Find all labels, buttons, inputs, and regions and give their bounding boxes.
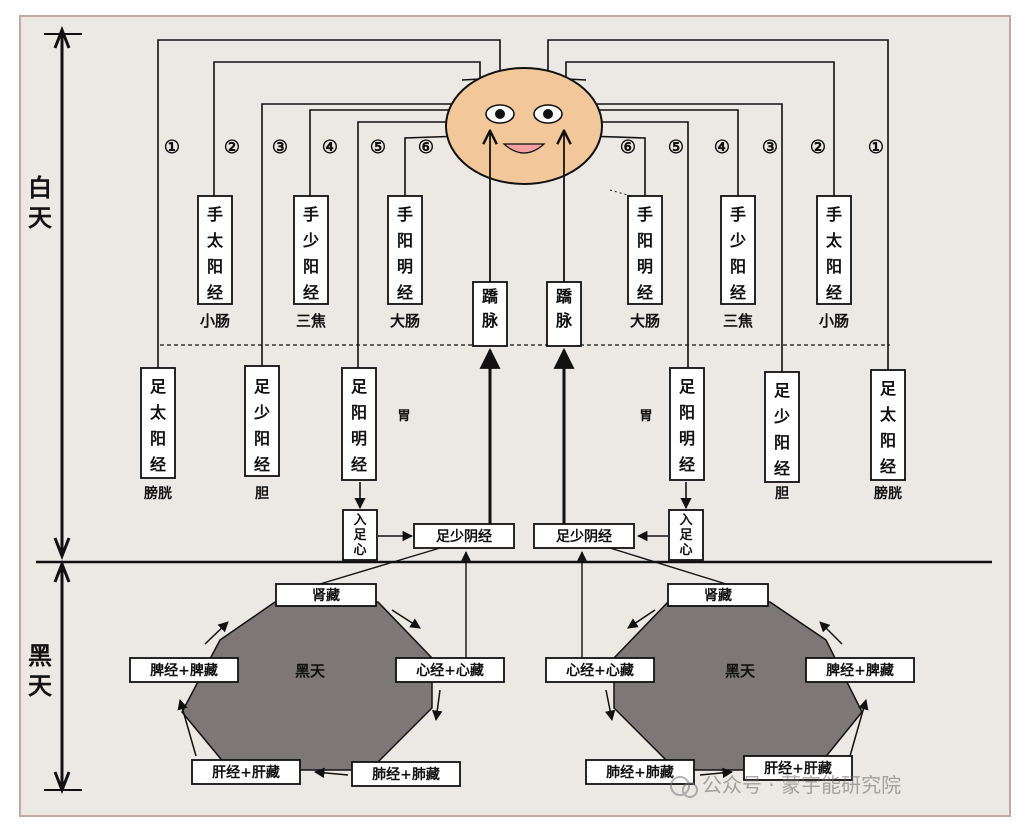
order-number: ①	[868, 137, 884, 158]
left-meridian-lines	[157, 39, 501, 510]
order-number: ③	[762, 137, 778, 158]
svg-text:手太阳经: 手太阳经	[825, 205, 843, 302]
organ-sanjiao-left: 三焦	[296, 312, 326, 330]
svg-text:肺经+肺藏: 肺经+肺藏	[606, 764, 674, 781]
svg-text:足阳明经: 足阳明经	[351, 377, 368, 474]
foot-meridian-right-3: 足太阳经	[870, 369, 906, 481]
qiao-meridian-right: 蹻脉	[546, 281, 582, 347]
qiao-meridian-left: 蹻脉	[472, 281, 508, 347]
svg-text:足少阴经: 足少阴经	[436, 528, 492, 545]
left-night-cycle: 肾藏 黑天 脾经+脾藏 心经+心藏 肝经+肝藏 肺经+肺藏	[129, 583, 505, 787]
foot-meridian-left-1: 足太阳经	[140, 367, 176, 479]
foot-shaoyin-left: 足少阴经	[413, 523, 515, 549]
night-label: 黑天	[22, 640, 58, 702]
svg-text:足少阳经: 足少阳经	[253, 377, 271, 474]
organ-sanjiao-right: 三焦	[723, 312, 753, 330]
order-number: ⑤	[370, 137, 386, 158]
right-order-numbers: ⑥ ⑤ ④ ③ ② ①	[620, 137, 884, 158]
svg-text:足少阴经: 足少阴经	[556, 528, 612, 545]
svg-text:足太阳经: 足太阳经	[879, 379, 897, 476]
hand-meridian-left-2: 手少阳经	[293, 195, 329, 305]
watermark: 公众号 · 蒙宇能研究院	[670, 773, 901, 798]
foot-meridian-left-3: 足阳明经	[341, 367, 377, 481]
hand-meridian-right-3: 手太阳经	[816, 195, 852, 305]
hand-meridian-left-3: 手阳明经	[387, 195, 423, 305]
foot-meridian-left-2: 足少阳经	[244, 365, 280, 477]
organ-small-intestine-right: 小肠	[819, 312, 849, 330]
right-night-cycle: 肾藏 黑天 心经+心藏 脾经+脾藏 肺经+肺藏 肝经+肝藏	[545, 583, 915, 785]
enter-foot-heart-right: 入足心	[668, 509, 704, 561]
svg-text:蹻脉: 蹻脉	[481, 287, 499, 330]
face-icon	[445, 67, 603, 185]
organ-gallbladder-right: 胆	[775, 486, 789, 502]
svg-text:肝经+肝藏: 肝经+肝藏	[212, 764, 280, 781]
svg-text:黑天: 黑天	[295, 662, 326, 680]
order-number: ②	[810, 137, 826, 158]
svg-text:脾经+脾藏: 脾经+脾藏	[826, 662, 894, 679]
svg-text:手太阳经: 手太阳经	[206, 205, 224, 302]
svg-text:手阳明经: 手阳明经	[397, 205, 413, 302]
order-number: ①	[164, 137, 180, 158]
svg-text:肝经+肝藏: 肝经+肝藏	[764, 760, 832, 777]
organ-large-intestine-right: 大肠	[630, 312, 660, 330]
organ-large-intestine-left: 大肠	[390, 312, 420, 330]
shaoyin-cycle-links	[319, 547, 727, 660]
svg-text:黑天: 黑天	[28, 641, 52, 700]
svg-text:足少阳经: 足少阳经	[773, 381, 791, 478]
svg-text:蹻脉: 蹻脉	[555, 287, 573, 330]
foot-meridian-right-2: 足少阳经	[764, 371, 800, 483]
order-number: ⑥	[620, 137, 636, 158]
svg-text:手少阳经: 手少阳经	[302, 205, 319, 302]
svg-text:脾经+脾藏: 脾经+脾藏	[150, 662, 218, 679]
foot-meridian-right-1: 足阳明经	[669, 367, 705, 481]
svg-text:手阳明经: 手阳明经	[637, 205, 653, 302]
hand-meridian-right-2: 手少阳经	[720, 195, 756, 305]
hand-meridian-right-1: 手阳明经	[627, 195, 663, 305]
svg-text:肺经+肺藏: 肺经+肺藏	[372, 766, 440, 783]
organ-stomach-right: 胃	[639, 409, 652, 424]
order-number: ②	[224, 137, 240, 158]
svg-text:心经+心藏: 心经+心藏	[566, 662, 634, 679]
svg-text:手少阳经: 手少阳经	[729, 205, 746, 302]
svg-text:公众号 · 蒙宇能研究院: 公众号 · 蒙宇能研究院	[702, 773, 901, 797]
svg-text:足阳明经: 足阳明经	[679, 377, 696, 474]
foot-shaoyin-right: 足少阴经	[533, 523, 635, 549]
svg-text:肾藏: 肾藏	[704, 587, 732, 604]
organ-stomach-left: 胃	[397, 409, 410, 424]
svg-text:白天: 白天	[28, 173, 52, 232]
svg-text:肾藏: 肾藏	[312, 587, 340, 604]
svg-text:入足心: 入足心	[679, 513, 693, 558]
day-label: 白天	[22, 172, 58, 234]
order-number: ④	[714, 137, 730, 158]
organ-small-intestine-left: 小肠	[200, 312, 230, 330]
hand-meridian-left-1: 手太阳经	[197, 195, 233, 305]
organ-bladder-left: 膀胱	[143, 485, 172, 502]
order-number: ⑥	[418, 137, 434, 158]
organ-gallbladder-left: 胆	[255, 486, 269, 502]
left-order-numbers: ① ② ③ ④ ⑤ ⑥	[164, 137, 434, 158]
enter-foot-heart-left: 入足心	[342, 509, 378, 561]
svg-text:足太阳经: 足太阳经	[149, 377, 167, 474]
svg-text:黑天: 黑天	[725, 662, 756, 680]
svg-text:心经+心藏: 心经+心藏	[416, 662, 484, 679]
order-number: ⑤	[668, 137, 684, 158]
order-number: ③	[272, 137, 288, 158]
order-number: ④	[322, 137, 338, 158]
organ-bladder-right: 膀胱	[873, 485, 902, 502]
svg-text:入足心: 入足心	[353, 513, 367, 558]
